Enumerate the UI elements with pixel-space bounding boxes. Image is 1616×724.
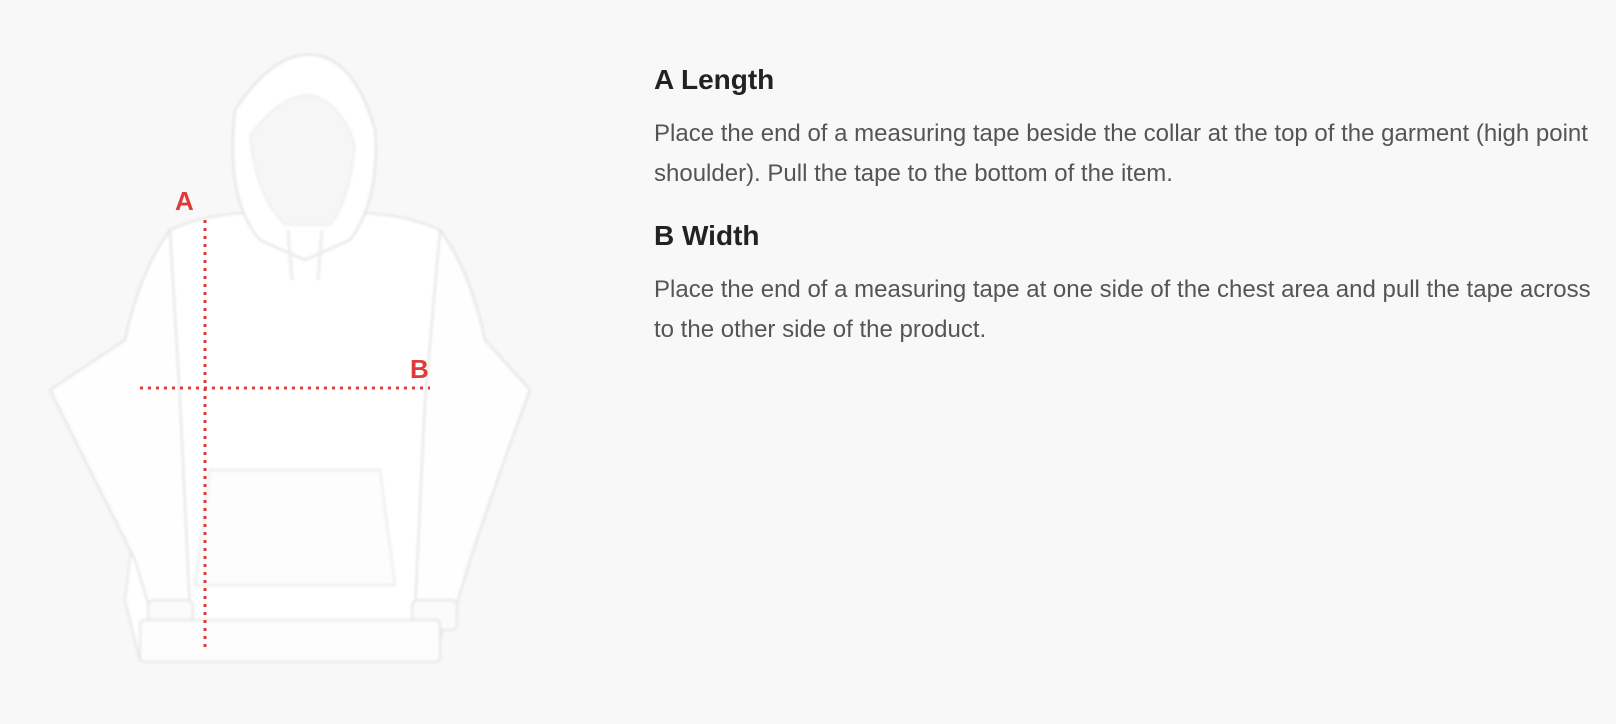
width-instructions: Place the end of a measuring tape at one… — [654, 276, 1591, 343]
width-heading: B Width — [654, 220, 760, 251]
marker-a: A — [175, 186, 194, 216]
measurement-guide: A Length Place the end of a measuring ta… — [654, 62, 1594, 350]
hoodie-shape — [48, 53, 532, 663]
hoodie-measurement-diagram: A B — [30, 40, 550, 680]
length-instructions: Place the end of a measuring tape beside… — [654, 120, 1588, 187]
marker-b: B — [410, 354, 429, 384]
measurement-lines — [140, 220, 430, 650]
hoodie-illustration: A B — [48, 53, 532, 663]
length-heading: A Length — [654, 64, 775, 95]
